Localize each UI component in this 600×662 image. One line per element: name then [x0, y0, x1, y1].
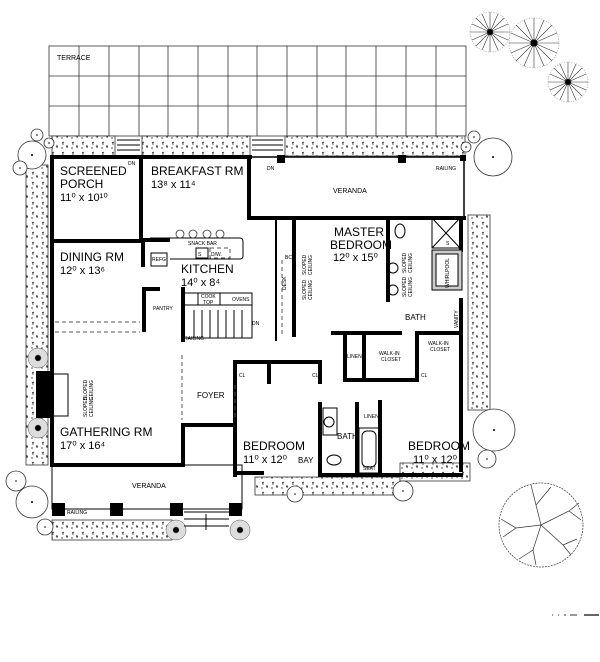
ceiling-label-bath-2: CEILING	[408, 277, 414, 297]
dn-label-porch: DN	[128, 161, 136, 167]
railing-label-veranda: RAILING	[436, 166, 456, 172]
tree-cluster-top-right	[469, 11, 589, 103]
screened-porch-dims: 11⁰ x 10¹⁰	[60, 192, 108, 204]
master-bedroom-label-1: MASTER	[334, 225, 384, 239]
screened-porch-label-2: PORCH	[60, 177, 103, 191]
dishwasher-label: D/W.	[211, 252, 222, 258]
planting-bed-front	[254, 476, 401, 496]
gathering-rm-dims: 17⁰ x 16⁴	[60, 440, 105, 452]
breakfast-rm-label: BREAKFAST RM	[151, 164, 243, 178]
tree-bottom-right	[498, 482, 584, 568]
hall-bath-label: BATH	[337, 432, 358, 441]
veranda-posts	[52, 155, 466, 516]
ceiling-label-gath-2: CEILING	[89, 397, 95, 417]
dining-rm-label: DINING RM	[60, 250, 124, 264]
front-steps	[184, 511, 229, 530]
ceiling-label-bath-1: CEILING	[408, 253, 414, 273]
sloped-label-bath-1: SLOPED	[402, 252, 408, 273]
master-bath-label: BATH	[405, 313, 426, 322]
fixture-labels: SNACK BAR REFG S D/W. COOK TOP OVENS PAN…	[67, 161, 460, 516]
snack-bar-label: SNACK BAR	[188, 241, 217, 247]
kitchen-label: KITCHEN	[181, 262, 234, 276]
bedroom-right-dims: 11⁰ x 12⁰	[413, 454, 458, 466]
walk-in-closet-2a: WALK-IN	[428, 341, 449, 347]
dining-rm-dims: 12⁰ x 13⁶	[60, 265, 105, 277]
bedroom-left-bay: BAY	[298, 456, 314, 465]
bedroom-left-dims: 11⁰ x 12⁰	[243, 454, 288, 466]
room-labels: SCREENED PORCH 11⁰ x 10¹⁰ BREAKFAST RM 1…	[60, 164, 470, 490]
walk-in-closet-1a: WALK-IN	[379, 351, 400, 357]
cl-label-1: CL	[239, 373, 246, 379]
spiky-shrubs	[27, 347, 251, 541]
terrace: TERRACE	[48, 45, 467, 137]
master-bedroom-label-2: BEDROOM	[330, 238, 392, 252]
sloped-label-gath-1: SLOPED	[83, 379, 89, 400]
hall-bath-fixtures	[322, 407, 380, 474]
refg-label: REFG	[152, 257, 166, 263]
desk-label: DESK	[282, 276, 288, 290]
terrace-label: TERRACE	[57, 55, 91, 62]
walls	[50, 155, 466, 510]
vanity-label: VANITY	[454, 310, 460, 328]
planting-bed-front-left	[51, 519, 173, 541]
sloped-label-mb-1: SLOPED	[302, 254, 308, 275]
shrub-circles	[5, 128, 516, 536]
railing-label-front: RAILING	[67, 510, 87, 516]
ceiling-label-gath-1: CEILING	[89, 380, 95, 400]
whirlpool-label: WHIRLPOOL	[445, 258, 451, 288]
railing-label-stair: RAILING	[184, 336, 204, 342]
seat-label: SEAT	[363, 466, 376, 472]
master-bath-fixtures	[387, 217, 463, 296]
kitchen-dims: 14⁰ x 8⁴	[181, 277, 220, 289]
cl-label-2: CL	[312, 373, 319, 379]
master-bedroom-dims: 12⁰ x 15⁰	[333, 252, 378, 264]
bedroom-left-label: BEDROOM	[243, 439, 305, 453]
dashed-lines	[55, 260, 283, 420]
veranda-rear-label: VERANDA	[333, 188, 367, 195]
sink-label: S	[198, 252, 202, 258]
screened-porch-label-1: SCREENED	[60, 164, 127, 178]
walk-in-closet-2b: CLOSET	[430, 347, 450, 353]
fireplace	[36, 371, 69, 418]
veranda-front-label: VERANDA	[132, 483, 166, 490]
ovens-label: OVENS	[232, 297, 250, 303]
ceiling-label-mb-2: CEILING	[308, 280, 314, 300]
shower-label: S	[446, 241, 450, 247]
snack-bar	[150, 229, 244, 267]
cl-label-3: CL	[421, 373, 428, 379]
sloped-label-mb-2: SLOPED	[302, 279, 308, 300]
dn-label-stair: DN	[252, 321, 260, 327]
walk-in-closet-1b: CLOSET	[381, 357, 401, 363]
pantry-label: PANTRY	[153, 306, 173, 312]
linen-label-2: LINEN	[364, 414, 379, 420]
staircase	[183, 292, 253, 339]
planting-bed-top	[51, 135, 466, 157]
ceiling-label-mb-1: CEILING	[308, 255, 314, 275]
bedroom-right-label: BEDROOM	[408, 439, 470, 453]
linen-label-1: LINEN	[347, 354, 362, 360]
sloped-label-bath-2: SLOPED	[402, 276, 408, 297]
dn-label-veranda: DN	[267, 166, 275, 172]
planting-bed-right	[467, 214, 491, 411]
bc-label: BC	[285, 255, 292, 261]
gathering-rm-label: GATHERING RM	[60, 425, 152, 439]
cooktop-label-1: COOK	[201, 294, 216, 300]
breakfast-rm-dims: 13⁸ x 11⁴	[151, 179, 196, 191]
cooktop-label-2: TOP	[203, 300, 214, 306]
foyer-label: FOYER	[197, 391, 225, 400]
sloped-label-gath-2: SLOPED	[83, 396, 89, 417]
